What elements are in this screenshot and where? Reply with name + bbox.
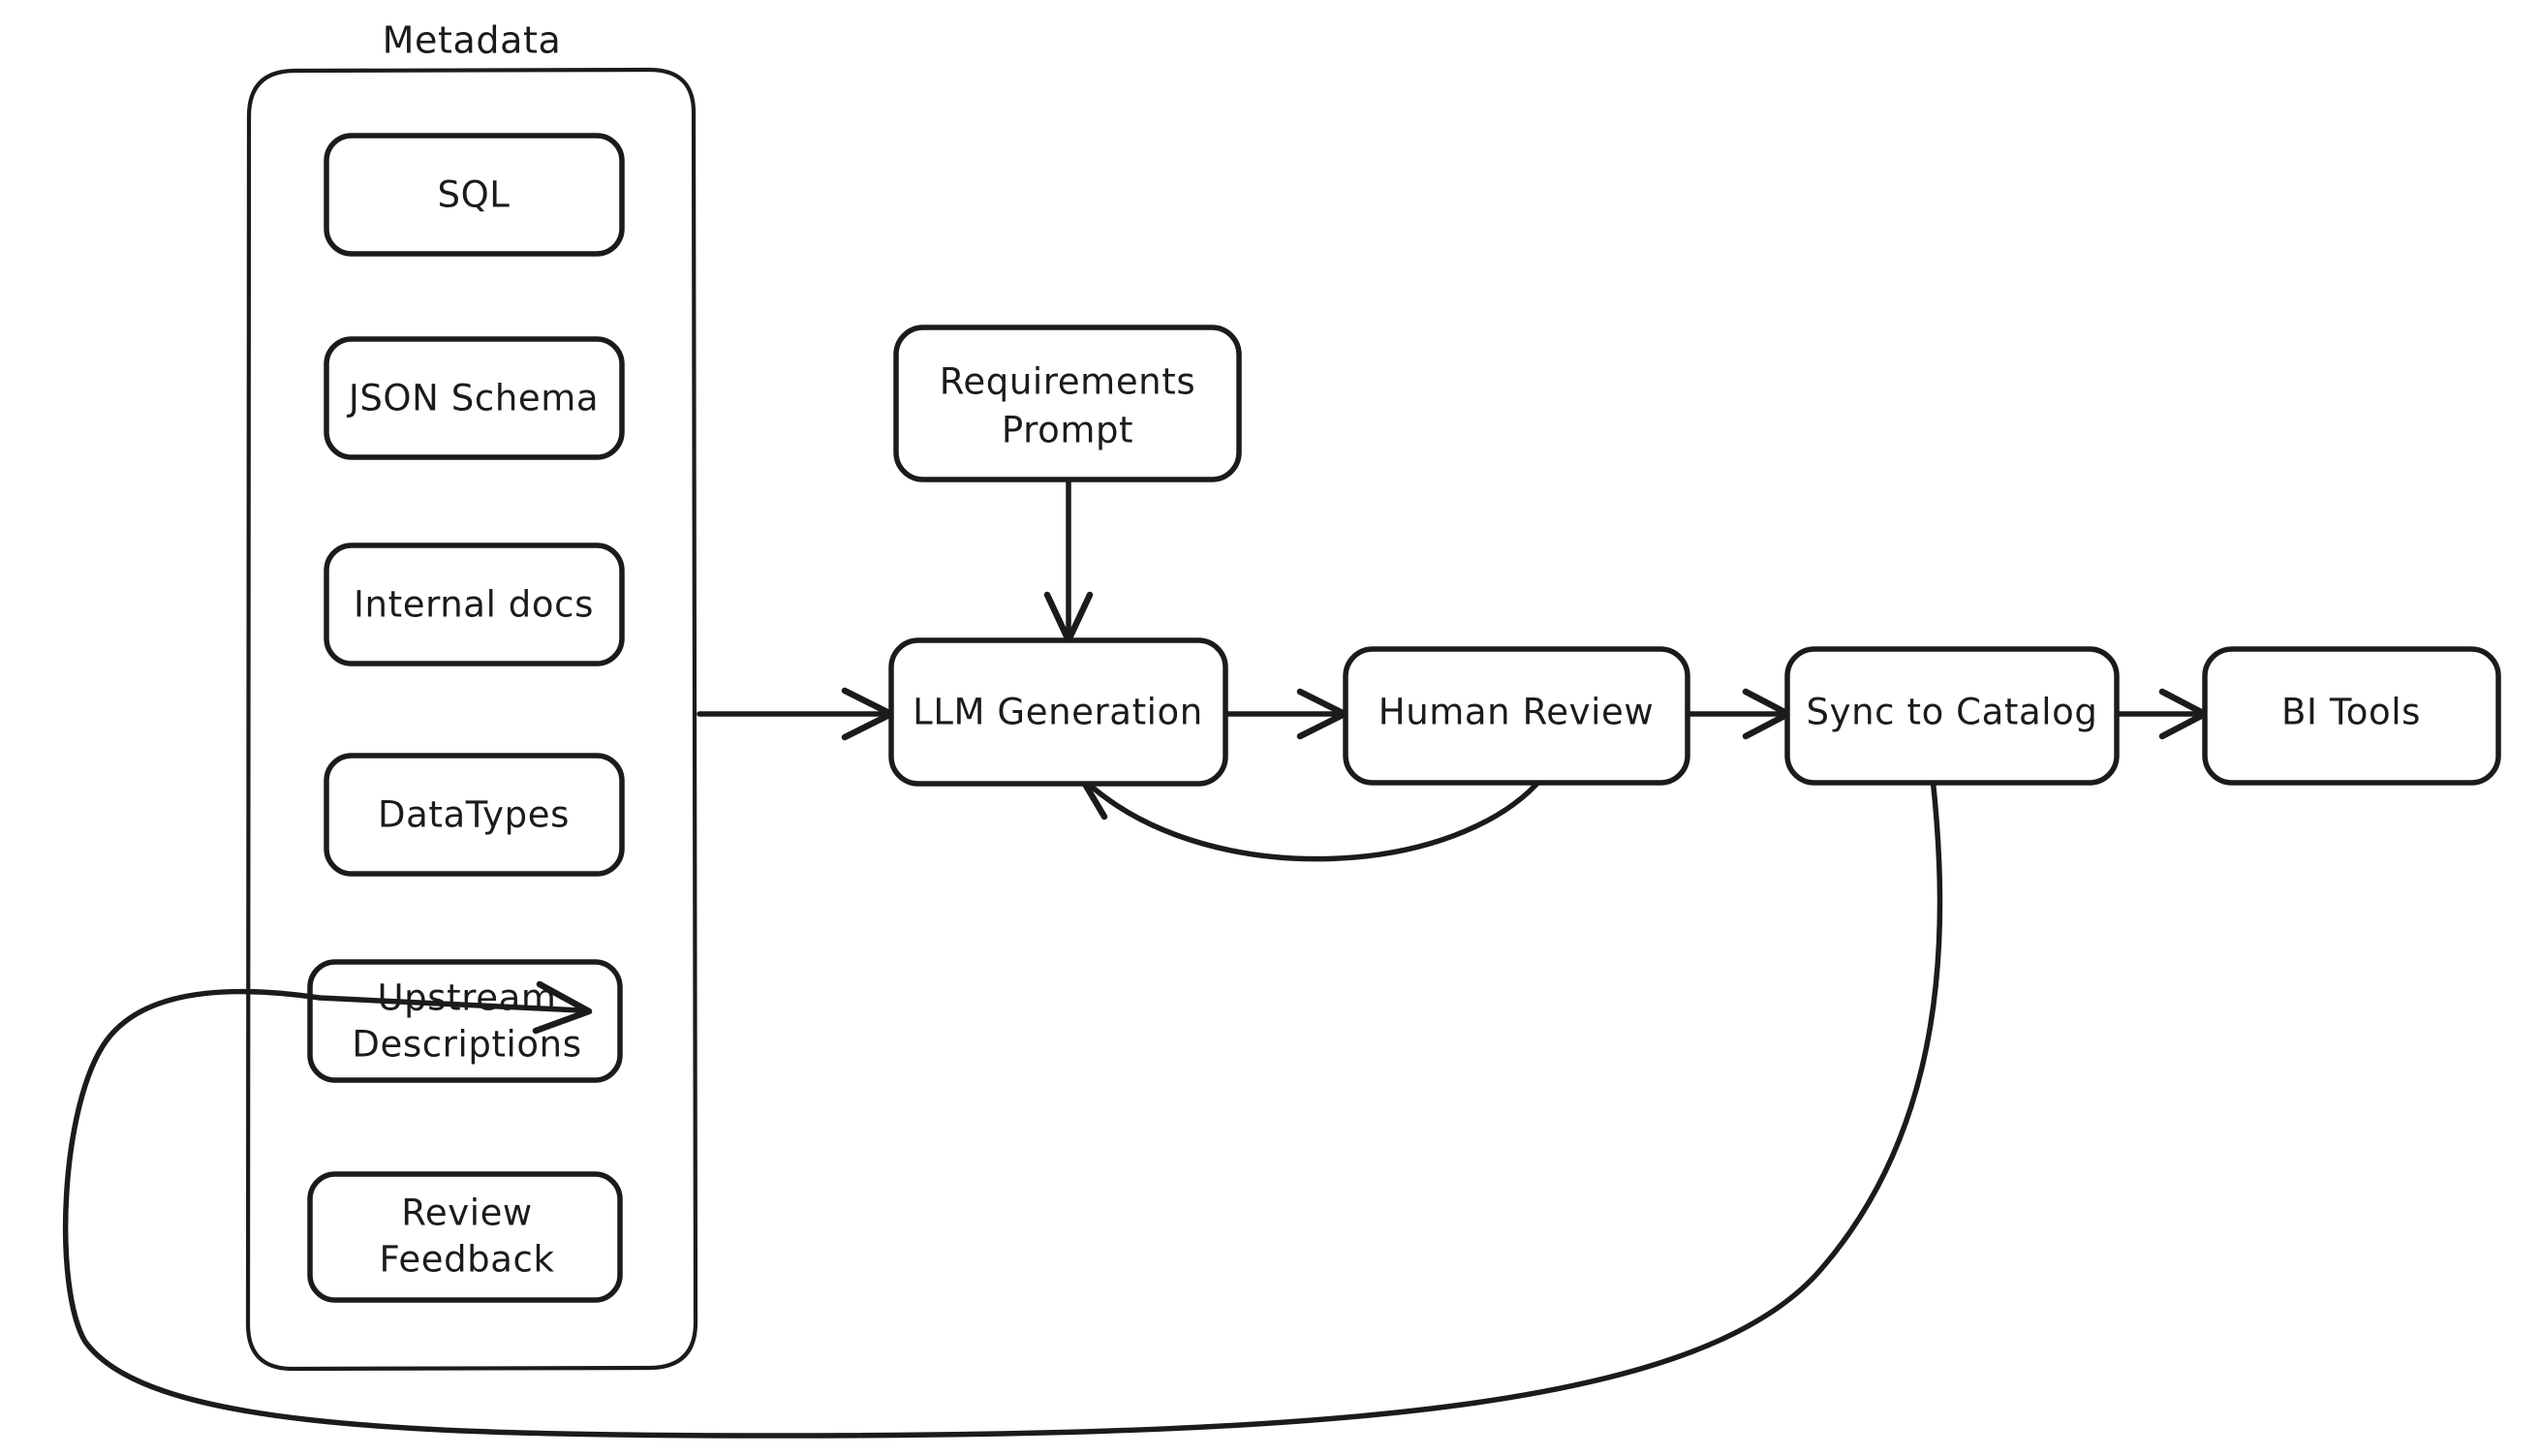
metadata-item-review-feedback-label-line1: Review	[401, 1193, 533, 1234]
node-sync-to-catalog-box	[1784, 646, 2120, 786]
node-human-review-label: Human Review	[1379, 692, 1654, 733]
edge-human-review-to-sync	[1685, 688, 1792, 740]
node-human-review[interactable]: Human Review	[1343, 646, 1690, 786]
metadata-item-internal-docs-label: Internal docs	[354, 584, 594, 626]
node-requirements-prompt-label-line1: Requirements	[940, 361, 1195, 403]
metadata-item-internal-docs-box	[324, 542, 625, 666]
node-sync-to-catalog[interactable]: Sync to Catalog	[1784, 646, 2120, 786]
node-llm-generation-box	[888, 637, 1228, 787]
metadata-item-datatypes-box	[324, 753, 625, 877]
edge-sync-to-upstream-descriptions	[62, 775, 1943, 1439]
node-bi-tools-box	[2202, 646, 2501, 786]
node-human-review-box	[1343, 646, 1690, 786]
metadata-item-datatypes-label: DataTypes	[378, 794, 570, 836]
node-sync-to-catalog-label: Sync to Catalog	[1807, 692, 2098, 733]
node-requirements-prompt-box	[893, 325, 1242, 482]
metadata-item-sql[interactable]: SQL	[324, 133, 625, 257]
metadata-item-sql-label: SQL	[437, 174, 510, 216]
edge-sync-to-bi-tools	[2115, 688, 2209, 740]
metadata-item-review-feedback-box	[307, 1171, 623, 1303]
edge-sync-to-upstream-line	[62, 775, 1943, 1439]
metadata-group-label: Metadata	[383, 19, 562, 62]
metadata-item-sql-box	[324, 133, 625, 257]
metadata-item-review-feedback-label-line2: Feedback	[379, 1239, 554, 1281]
edge-requirements-to-llm-generation	[1043, 479, 1094, 644]
metadata-item-upstream-descriptions-label-line1: Upstream	[377, 977, 556, 1019]
edge-human-review-feedback-line	[1090, 775, 1545, 862]
edge-metadata-to-llm-generation	[697, 687, 895, 741]
metadata-item-json-schema[interactable]: JSON Schema	[324, 336, 625, 460]
metadata-item-json-schema-box	[324, 336, 625, 460]
edge-sync-to-upstream-arrowhead	[532, 980, 593, 1035]
metadata-item-json-schema-label: JSON Schema	[347, 378, 599, 419]
metadata-item-upstream-descriptions-box	[307, 959, 623, 1083]
node-requirements-prompt-label-line2: Prompt	[1002, 410, 1133, 451]
metadata-item-upstream-descriptions[interactable]: Upstream Descriptions	[307, 959, 623, 1083]
metadata-item-datatypes[interactable]: DataTypes	[324, 753, 625, 877]
node-llm-generation[interactable]: LLM Generation	[888, 637, 1228, 787]
node-bi-tools-label: BI Tools	[2281, 692, 2421, 733]
metadata-item-internal-docs[interactable]: Internal docs	[324, 542, 625, 666]
edge-llm-to-human-review	[1224, 688, 1348, 740]
metadata-item-review-feedback[interactable]: Review Feedback	[307, 1171, 623, 1303]
node-requirements-prompt[interactable]: Requirements Prompt	[893, 325, 1242, 482]
node-bi-tools[interactable]: BI Tools	[2202, 646, 2501, 786]
node-llm-generation-label: LLM Generation	[913, 692, 1203, 733]
